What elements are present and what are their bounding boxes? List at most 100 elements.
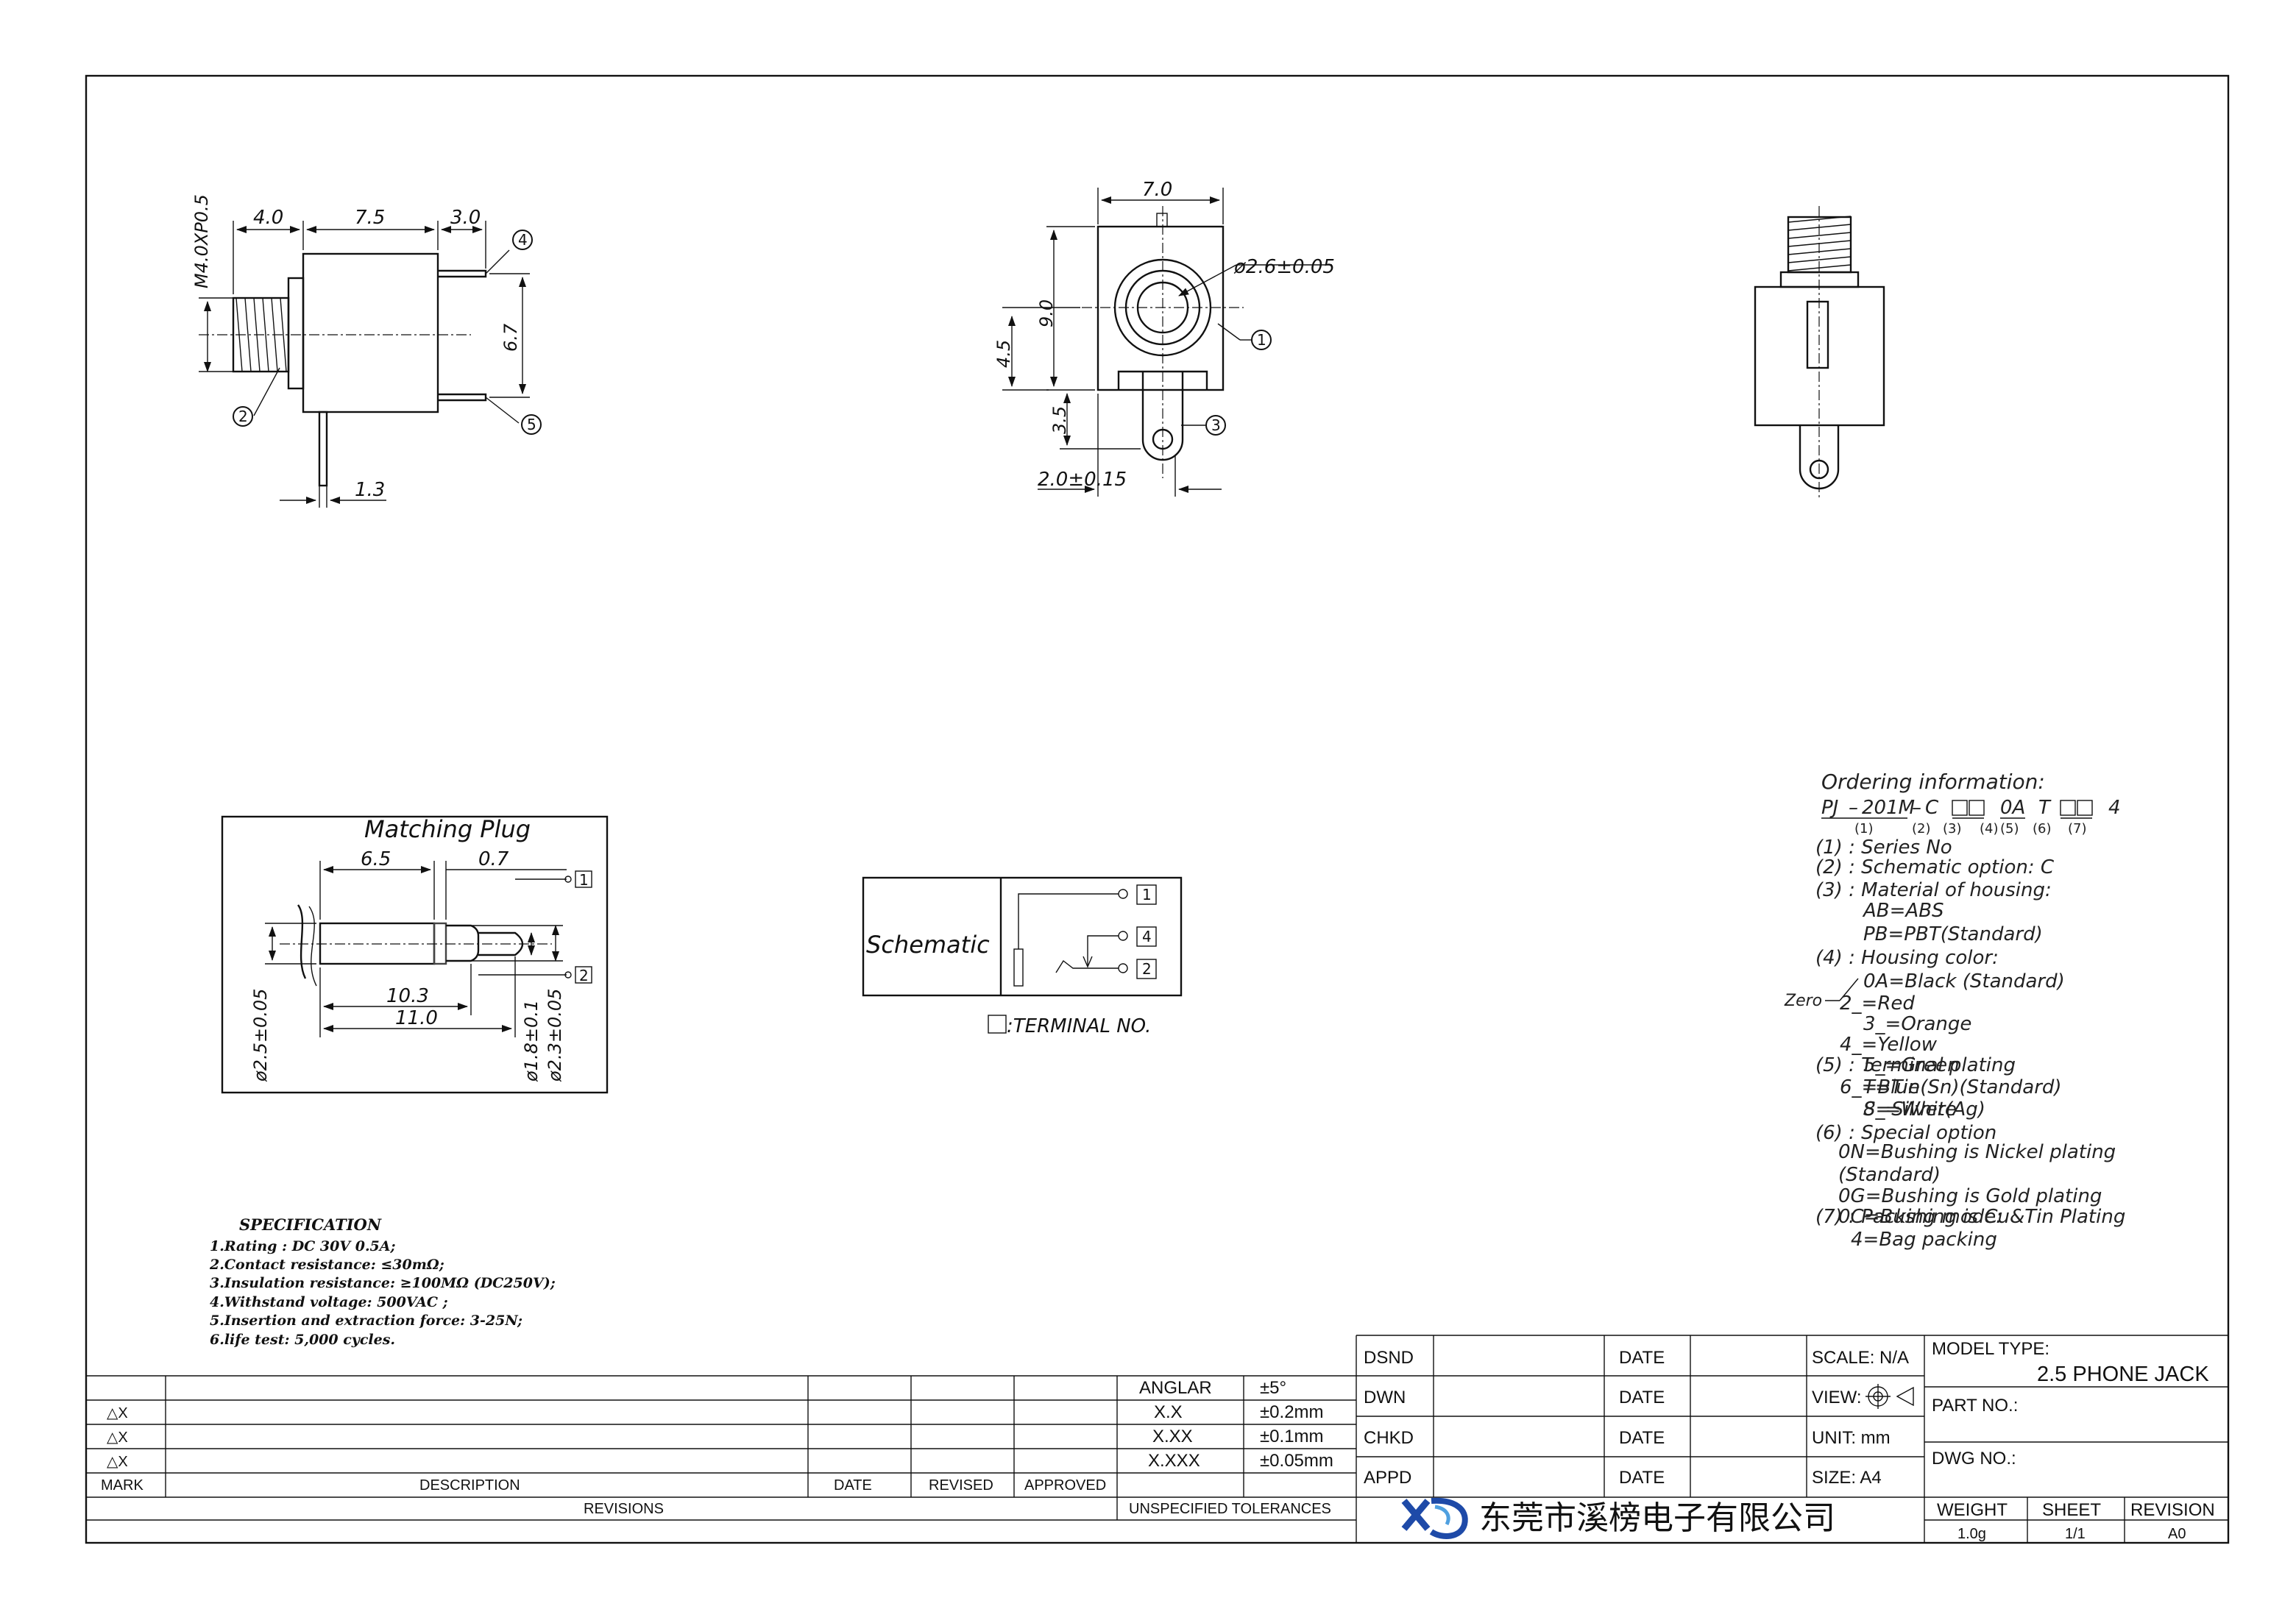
tol-angular-label: ANGLAR [1139, 1378, 1212, 1398]
code-part-t: T [2038, 797, 2052, 819]
ord-white: 8_=White [1863, 1098, 1957, 1121]
tol-xxx-value: ±0.05mm [1260, 1451, 1333, 1471]
ord-cu-tin: 0C=Bushing is Cu&Tin Plating [1838, 1206, 2125, 1228]
ord-tin: T=Tin(Sn)(Standard) [1863, 1076, 2062, 1098]
dim-plug-11-0: 11.0 [395, 1007, 438, 1029]
tolerances-footer: UNSPECIFIED TOLERANCES [1129, 1501, 1331, 1517]
part-no-label: PART NO.: [1932, 1396, 2018, 1416]
plug-terminal-2: 2 [579, 967, 589, 984]
tol-angular-value: ±5° [1260, 1378, 1286, 1398]
rev-mark-1: △X [107, 1405, 128, 1421]
tol-xx-label: X.XX [1152, 1427, 1193, 1446]
tol-xxx-label: X.XXX [1148, 1451, 1200, 1471]
ord-zero: Zero [1784, 992, 1822, 1010]
ord-packing: (7) : Packing mode: [1815, 1206, 2002, 1228]
ord-terminal-plating: (5) : Terminal plating [1815, 1054, 2016, 1076]
svg-text:–: – [1849, 797, 1858, 819]
matching-plug: Matching Plug 6.5 0.7 1 2 10.3 11.0 [221, 815, 609, 1094]
sheet-label: SHEET [2042, 1500, 2101, 1520]
rev-header-mark: MARK [101, 1477, 144, 1494]
dim-side-4: 4.0 [253, 207, 283, 229]
spec-insertion: 5.Insertion and extraction force: 3-25N; [210, 1313, 522, 1329]
ord-blue: 6_=Blue [1840, 1076, 1920, 1098]
tol-xx-value: ±0.1mm [1260, 1427, 1324, 1446]
code-num-2: (2) [1912, 821, 1931, 837]
schematic-label: Schematic [866, 931, 990, 959]
date-label-1: DATE [1619, 1348, 1665, 1368]
schematic-terminal-4: 4 [1142, 928, 1152, 945]
code-part-201m: 201M [1862, 797, 1915, 819]
dim-front-bore: ø2.6±0.05 [1233, 256, 1335, 278]
spec-title: SPECIFICATION [239, 1215, 382, 1234]
ord-silver: S=Silver(Ag) [1863, 1098, 1985, 1121]
pin-callout-4: 4 [518, 231, 528, 249]
ord-green: 5_=Green [1863, 1054, 1960, 1076]
code-num-3: (3) [1943, 821, 1962, 837]
dim-front-3-5: 3.5 [1049, 406, 1070, 434]
ord-special: (6) : Special option [1815, 1122, 1996, 1144]
dim-plug-dia-1-8: ø1.8±0.1 [521, 1000, 542, 1082]
tol-x-value: ±0.2mm [1260, 1402, 1324, 1422]
view-label: VIEW: [1812, 1388, 1862, 1407]
code-part-4: 4 [2108, 797, 2121, 819]
revisions-footer: REVISIONS [584, 1501, 664, 1517]
pin-callout-1: 1 [1257, 331, 1266, 349]
code-num-5: (5) [2000, 821, 2019, 837]
rev-mark-2: △X [107, 1430, 128, 1446]
code-num-4: (4) [1980, 821, 1999, 837]
ord-abs: AB=ABS [1862, 900, 1944, 922]
spec-life: 6.life test: 5,000 cycles. [210, 1332, 395, 1348]
side-view: 4.0 7.5 3.0 M4.0XP0.5 6.7 1.3 4 2 5 [191, 194, 542, 508]
revision-label: REVISION [2130, 1500, 2215, 1520]
dim-side-3: 3.0 [450, 207, 481, 229]
date-label-4: DATE [1619, 1468, 1665, 1488]
dim-plug-6-5: 6.5 [361, 848, 391, 870]
ordering-title: Ordering information: [1821, 770, 2045, 794]
dim-side-7-5: 7.5 [355, 207, 385, 229]
company-logo [1401, 1497, 1468, 1539]
schematic-terminal-2: 2 [1142, 960, 1152, 978]
rev-header-date: DATE [834, 1477, 872, 1494]
dim-front-9-0: 9.0 [1036, 299, 1057, 327]
rev-header-description: DESCRIPTION [419, 1477, 520, 1494]
dim-plug-dia-2-5: ø2.5±0.05 [250, 989, 271, 1082]
role-dsnd: DSND [1364, 1348, 1414, 1368]
role-dwn: DWN [1364, 1388, 1406, 1407]
spec-withstand: 4.Withstand voltage: 500VAC ; [210, 1294, 448, 1310]
tol-x-label: X.X [1154, 1402, 1183, 1422]
ord-red: 2_=Red [1840, 992, 1915, 1015]
ord-nickel: 0N=Bushing is Nickel plating [1838, 1141, 2116, 1163]
dim-front-7-0: 7.0 [1142, 179, 1172, 201]
ord-color: (4) : Housing color: [1815, 947, 1999, 969]
role-chkd: CHKD [1364, 1428, 1414, 1448]
ord-schematic: (2) : Schematic option: C [1815, 856, 2055, 878]
weight-value: 1.0g [1957, 1526, 1986, 1542]
plug-terminal-1: 1 [579, 871, 589, 889]
terminal-legend: :TERMINAL NO. [1007, 1015, 1151, 1037]
size: SIZE: A4 [1812, 1468, 1882, 1488]
model-type-label: MODEL TYPE: [1932, 1339, 2049, 1359]
ord-standard: (Standard) [1838, 1164, 1941, 1186]
ord-black: 0A=Black (Standard) [1863, 970, 2065, 992]
dim-side-1-3: 1.3 [355, 479, 385, 501]
rev-header-approved: APPROVED [1024, 1477, 1106, 1494]
rev-header-revised: REVISED [929, 1477, 993, 1494]
plug-title: Matching Plug [364, 815, 531, 843]
pin-callout-2: 2 [238, 408, 248, 425]
end-view [1754, 206, 1885, 500]
dim-plug-0-7: 0.7 [478, 848, 509, 870]
unit: UNIT: mm [1812, 1428, 1891, 1448]
dim-side-6-7: 6.7 [500, 323, 521, 352]
dim-front-4-5: 4.5 [993, 340, 1014, 368]
code-part-pj: PJ [1821, 797, 1838, 819]
dim-plug-dia-2-3: ø2.3±0.05 [545, 989, 565, 1082]
company-name: 东莞市溪榜电子有限公司 [1479, 1499, 1835, 1537]
schematic-terminal-1: 1 [1142, 886, 1152, 903]
scale: SCALE: N/A [1812, 1348, 1909, 1368]
date-label-3: DATE [1619, 1428, 1665, 1448]
front-view: 7.0 ø2.6±0.05 9.0 4.5 3.5 2.0±0.15 1 3 [993, 179, 1335, 497]
date-label-2: DATE [1619, 1388, 1665, 1407]
rev-mark-3: △X [107, 1454, 128, 1470]
ord-bag: 4=Bag packing [1851, 1229, 1997, 1251]
